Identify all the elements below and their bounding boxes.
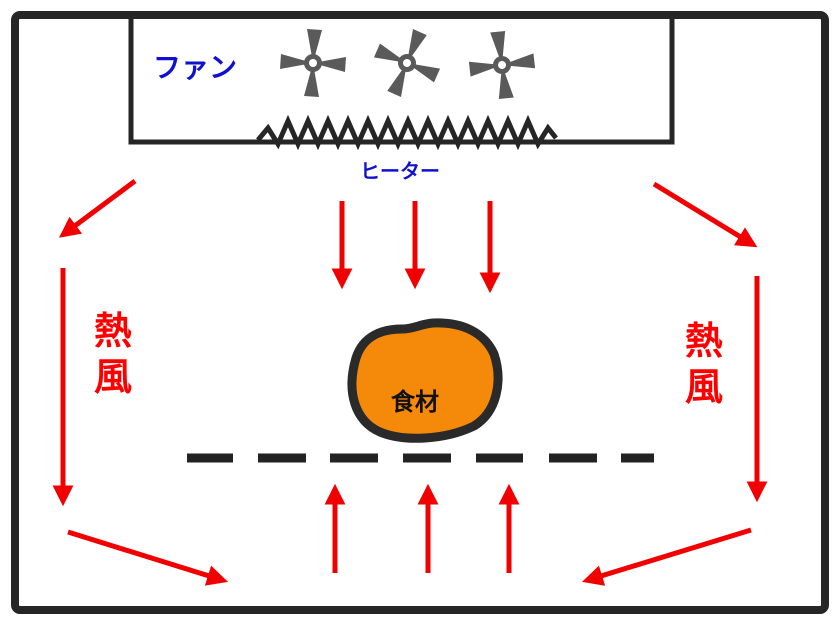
food-blob-icon xyxy=(347,318,503,443)
fan-icon xyxy=(280,29,346,97)
hot-air-left-char-2: 風 xyxy=(94,355,132,399)
heater-label: ヒーター xyxy=(360,159,440,183)
food-label: 食材 xyxy=(391,388,439,416)
fan-icon xyxy=(468,30,536,100)
hot-air-left-char-1: 熱 xyxy=(94,309,132,353)
circulation-arrow xyxy=(652,181,758,248)
circulation-arrow xyxy=(581,527,752,586)
hot-air-right-char-2: 風 xyxy=(685,365,723,409)
heater-coil-icon xyxy=(256,114,558,151)
fan-label: ファン xyxy=(153,51,237,84)
chamber-frame xyxy=(11,11,829,614)
hot-air-right-char-1: 熱 xyxy=(685,319,723,363)
circulation-arrow xyxy=(58,178,137,238)
fan-icon xyxy=(373,28,441,98)
circulation-arrow xyxy=(67,529,229,586)
